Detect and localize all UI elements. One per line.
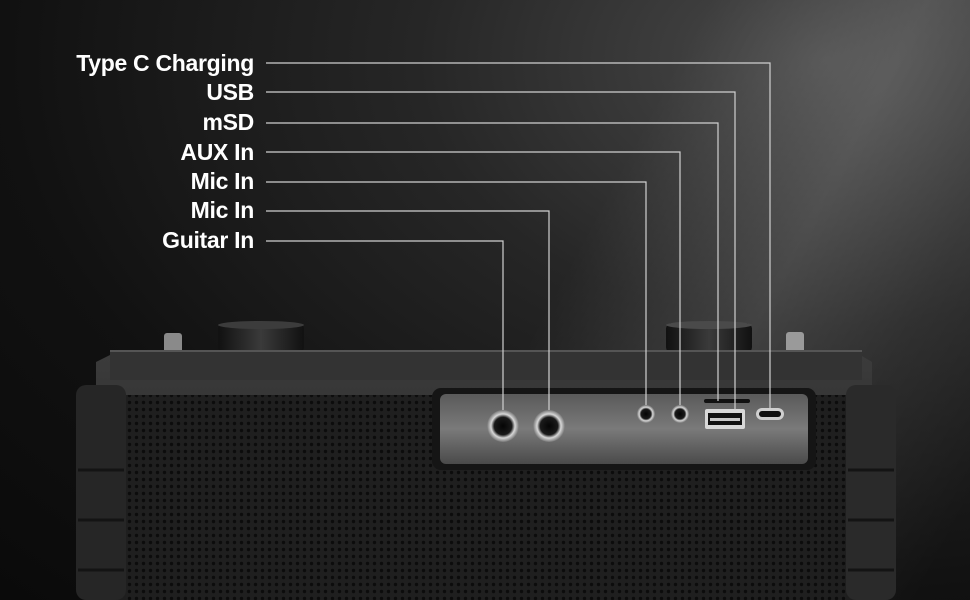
leader-line-mic-small <box>266 181 647 405</box>
label-guitar-in: Guitar In <box>162 227 254 253</box>
label-mic-in-1: Mic In <box>190 168 255 194</box>
leader-line-usb <box>266 91 736 410</box>
aux-jack <box>671 405 689 423</box>
leader-line-mic-large <box>266 210 550 410</box>
callout-lines <box>266 62 771 410</box>
label-type-c-charging: Type C Charging <box>76 50 254 76</box>
usb-c-port <box>756 408 784 420</box>
volume-knob-left <box>218 321 304 353</box>
microsd-slot <box>704 399 750 403</box>
leader-line-aux <box>266 151 681 405</box>
leader-line-msd <box>266 122 719 401</box>
mic-jack-small <box>637 405 655 423</box>
label-usb: USB <box>206 79 254 105</box>
label-mic-in-2: Mic In <box>190 197 255 223</box>
label-msd: mSD <box>202 109 254 135</box>
guitar-jack <box>487 410 519 442</box>
volume-knob-right <box>666 321 752 353</box>
speaker-body <box>76 350 896 600</box>
leader-line-type-c <box>266 62 771 410</box>
handle-post-left <box>164 333 182 353</box>
leader-line-guitar <box>266 240 504 410</box>
label-aux-in: AUX In <box>180 139 254 165</box>
mic-jack-large <box>533 410 565 442</box>
handle-post-right <box>786 332 804 354</box>
usb-a-port <box>705 409 745 429</box>
